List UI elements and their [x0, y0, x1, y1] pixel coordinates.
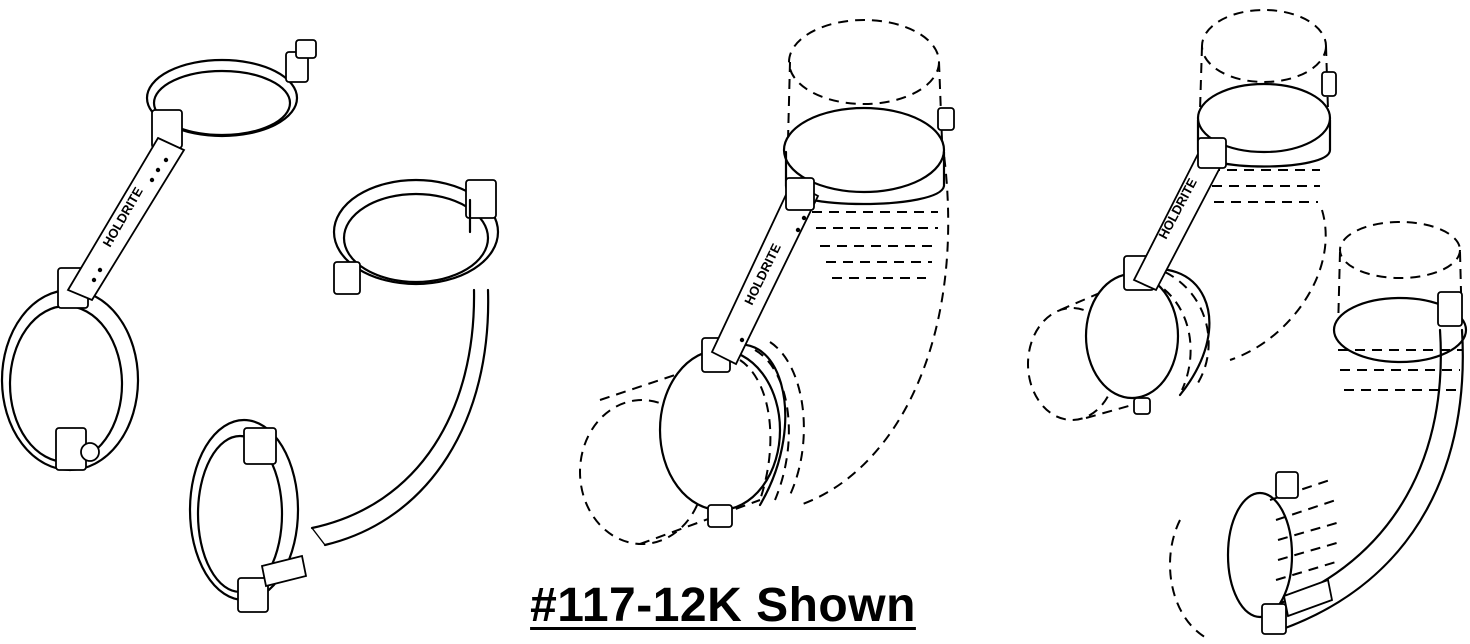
large-clamp-ring: [332, 178, 500, 295]
view-alternate-orientation: HOLDRITE: [1027, 9, 1468, 641]
riser-strap: HOLDRITE: [66, 136, 186, 302]
top-pipe-clamp: [145, 39, 317, 149]
elbow-strap: [310, 288, 490, 547]
upper-pipe-outline: [787, 19, 950, 506]
figure-caption: #117-12K Shown: [530, 579, 916, 632]
alt-bottom-elbow: [1169, 471, 1341, 641]
view-exploded-hardware: HOLDRITE: [0, 39, 500, 613]
alt-left-pipe: [1027, 255, 1211, 421]
alt-upper-coupling: [1196, 71, 1337, 203]
alt-strap: HOLDRITE: [1132, 137, 1227, 292]
alt-upper-pipe-outline: [1199, 9, 1329, 361]
lower-coupling: [658, 337, 805, 528]
assembled-strap: HOLDRITE: [710, 177, 820, 366]
view-assembled-on-elbow: HOLDRITE: [579, 19, 955, 545]
upper-coupling: [782, 106, 955, 279]
left-pipe-clamp: [0, 267, 140, 472]
bottom-pipe-clamp: [188, 418, 308, 613]
alt-right-pipe: [1266, 221, 1468, 632]
